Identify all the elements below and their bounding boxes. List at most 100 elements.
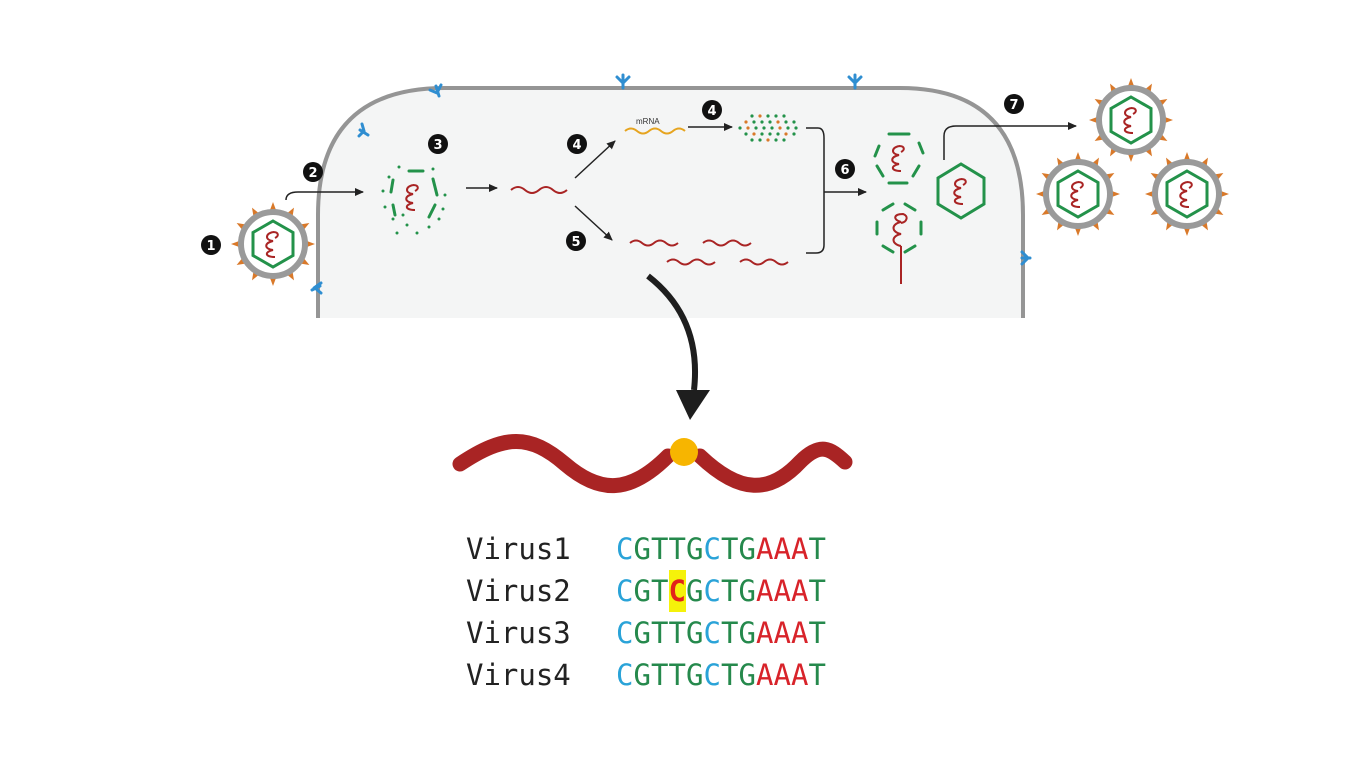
- capsid-fragments: [381, 165, 447, 235]
- nucleotide: C: [703, 574, 721, 608]
- nucleotide: A: [756, 574, 774, 608]
- viral-genome: [1123, 107, 1137, 134]
- nucleotide: T: [651, 658, 669, 692]
- svg-text:2: 2: [308, 166, 317, 181]
- step-marker-3: 3: [428, 134, 448, 154]
- protein-dot: [774, 114, 778, 118]
- mrna-strand: [624, 127, 686, 135]
- step-marker-6: 6: [835, 159, 855, 179]
- nucleotide: G: [633, 616, 651, 650]
- step-marker-1: 1: [201, 235, 221, 255]
- released-virion-3: [1145, 152, 1229, 236]
- svg-text:6: 6: [840, 163, 849, 178]
- nucleotide: C: [616, 574, 634, 608]
- nucleotide: G: [738, 616, 756, 650]
- protein-dot: [792, 132, 796, 136]
- protein-dot: [758, 114, 762, 118]
- cell-receptors: [310, 73, 1032, 295]
- virion-attaching: [231, 202, 315, 286]
- assembling-capsid-2: [875, 202, 923, 284]
- virus-name: Virus4: [466, 658, 571, 692]
- viral-envelope: [1096, 85, 1166, 155]
- protein-dot: [792, 120, 796, 124]
- released-virion-2: [1036, 152, 1120, 236]
- nucleotide: T: [808, 658, 826, 692]
- protein-dot: [760, 120, 764, 124]
- protein-dot: [776, 132, 780, 136]
- nucleotide: T: [808, 574, 826, 608]
- protein-dot: [786, 126, 790, 130]
- sequence: CGTTGCTGAAAT: [616, 616, 826, 650]
- protein-dot: [752, 120, 756, 124]
- nucleotide: T: [721, 574, 739, 608]
- nucleotide: A: [756, 532, 774, 566]
- viral-envelope: [238, 209, 308, 279]
- step-marker-4b: 4: [702, 100, 722, 120]
- step-marker-4a: 4: [567, 134, 587, 154]
- protein-dot: [776, 120, 780, 124]
- host-cell: [318, 88, 1023, 318]
- viral-rna-released: [510, 186, 568, 194]
- nucleotide: C: [703, 616, 721, 650]
- step-markers: 1 2 3 4 4 5 6 7: [201, 94, 1024, 255]
- assembled-capsid: [936, 162, 986, 220]
- protein-dot: [768, 132, 772, 136]
- rna-segment-left: [452, 434, 676, 493]
- svg-text:5: 5: [571, 235, 580, 250]
- nucleotide: T: [651, 532, 669, 566]
- protein-dot: [782, 114, 786, 118]
- nucleotide: A: [791, 616, 809, 650]
- nucleotide: T: [808, 532, 826, 566]
- nucleotide: A: [791, 658, 809, 692]
- nucleotide: A: [773, 658, 791, 692]
- virus-name: Virus1: [466, 532, 571, 566]
- protein-dot: [752, 132, 756, 136]
- nucleotide: A: [773, 616, 791, 650]
- viral-envelope: [1043, 159, 1113, 229]
- nucleotide: G: [633, 658, 651, 692]
- protein-dot: [784, 132, 788, 136]
- virus-name: Virus3: [466, 616, 571, 650]
- nucleotide: T: [808, 616, 826, 650]
- arrow-to-replication: [574, 205, 613, 241]
- svg-text:7: 7: [1009, 98, 1018, 113]
- nucleotide: C: [703, 658, 721, 692]
- assembling-capsid-1: [873, 132, 925, 185]
- nucleotide: G: [686, 574, 704, 608]
- viral-envelope: [1152, 159, 1222, 229]
- nucleotide: A: [773, 574, 791, 608]
- arrow-entry: [285, 188, 364, 201]
- nucleotide: A: [773, 532, 791, 566]
- nucleotide: T: [651, 616, 669, 650]
- nucleotide: C: [616, 532, 634, 566]
- viral-capsid: [1109, 95, 1153, 145]
- protein-dot: [750, 138, 754, 142]
- nucleotide: T: [721, 658, 739, 692]
- nucleotide: T: [668, 658, 686, 692]
- nucleotide: T: [721, 532, 739, 566]
- nucleotide: G: [686, 532, 704, 566]
- protein-dot: [794, 126, 798, 130]
- arrow-release: [943, 122, 1077, 160]
- protein-dot: [750, 114, 754, 118]
- zoom-arrow-head: [676, 390, 710, 420]
- nucleotide: G: [738, 532, 756, 566]
- nucleotide: C: [616, 658, 634, 692]
- protein-dot: [744, 132, 748, 136]
- protein-dot: [754, 126, 758, 130]
- host-cell-membrane: [316, 86, 1025, 318]
- mutation-site-dot: [670, 438, 698, 466]
- nucleotide: A: [756, 658, 774, 692]
- nucleotide: T: [668, 532, 686, 566]
- nucleotide: T: [668, 616, 686, 650]
- mrna-label: mRNA: [636, 117, 660, 126]
- virus-name: Virus2: [466, 574, 571, 608]
- sequence: CGTTGCTGAAAT: [616, 532, 826, 566]
- nucleotide: T: [721, 616, 739, 650]
- protein-dot: [762, 126, 766, 130]
- viral-genome: [265, 231, 279, 258]
- nucleotide: A: [756, 616, 774, 650]
